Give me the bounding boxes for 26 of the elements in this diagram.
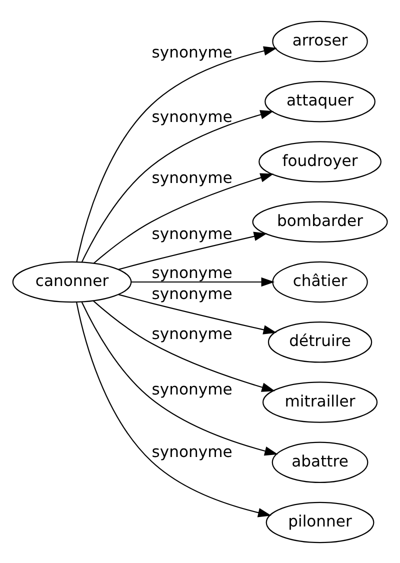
- edge-label: synonyme: [152, 107, 232, 126]
- node-ellipse: arroser: [272, 20, 368, 62]
- arrow: [81, 110, 274, 262]
- node-ellipse: abattre: [272, 441, 368, 482]
- node-ellipse: châtier: [272, 260, 368, 302]
- node-ellipse: détruire: [268, 321, 372, 362]
- edge-label: synonyme: [152, 284, 232, 302]
- edge-label: synonyme: [152, 442, 232, 461]
- node-ellipse: attaquer: [264, 80, 376, 122]
- arrow: [76, 46, 278, 262]
- arrow: [118, 294, 277, 334]
- arrow: [93, 300, 276, 392]
- node-ellipse: mitrailler: [262, 381, 378, 422]
- edge-label: synonyme: [152, 324, 232, 343]
- edge-label: synonyme: [152, 42, 232, 61]
- edge-label: synonyme: [152, 224, 232, 242]
- arrow: [76, 302, 272, 517]
- arrow: [93, 172, 274, 264]
- node-ellipse: canonner: [12, 260, 132, 302]
- node-ellipse: pilonner: [266, 501, 374, 543]
- edge-label: synonyme: [152, 168, 232, 187]
- arrow: [81, 301, 278, 456]
- arrow: [131, 276, 275, 286]
- edge-label: synonyme: [152, 263, 232, 282]
- edge-label: synonyme: [152, 380, 232, 398]
- arrow: [118, 231, 268, 270]
